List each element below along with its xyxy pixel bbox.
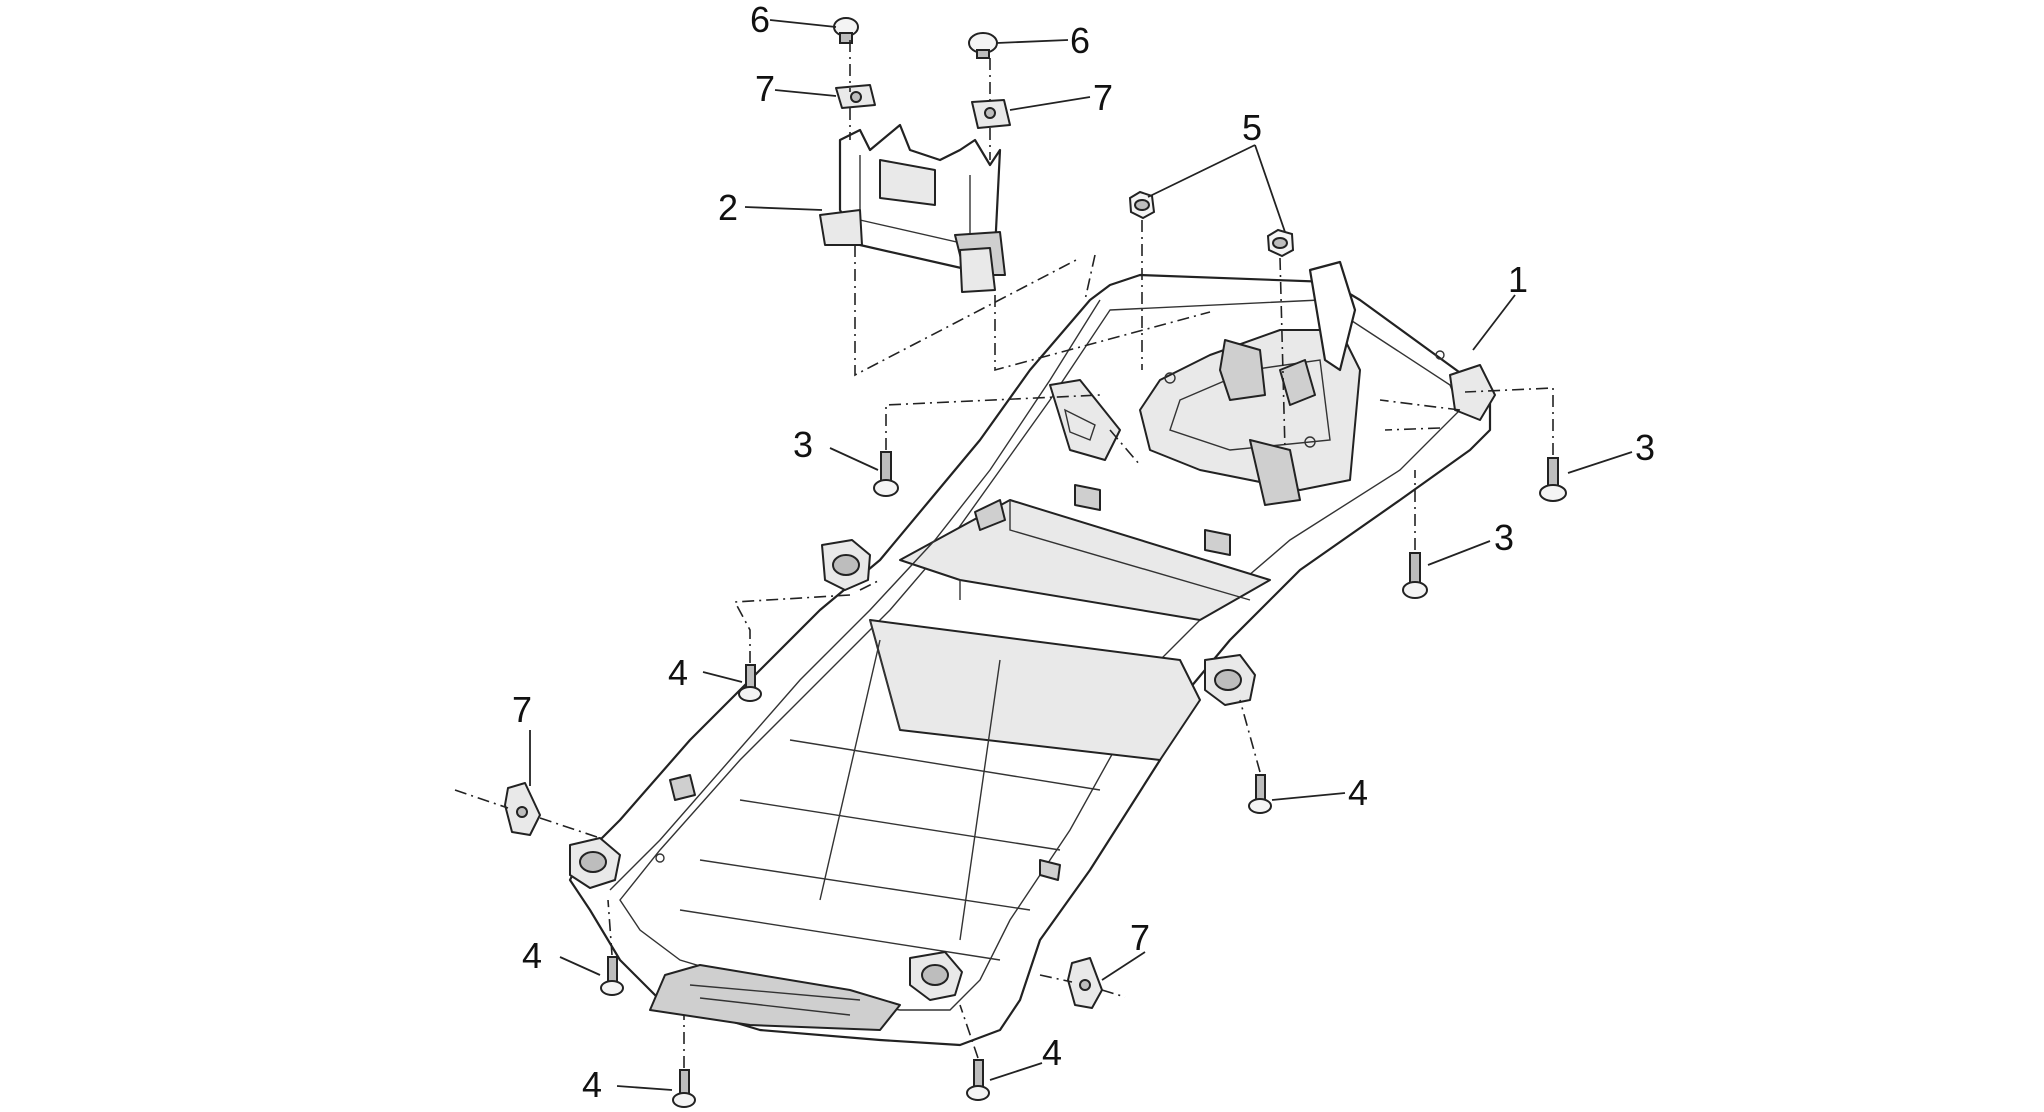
callout-4-b: 4 <box>1348 772 1368 813</box>
callout-3-mid: 3 <box>1494 517 1514 558</box>
bolt-3-left <box>873 451 899 497</box>
nut-6-left <box>833 17 859 44</box>
grommet-right-mid <box>1204 654 1256 706</box>
leader-lines <box>529 19 1633 1091</box>
callout-7-lower-left: 7 <box>512 689 532 730</box>
nut-5-right <box>1266 228 1295 258</box>
grommet-rear-left <box>569 837 621 889</box>
callout-2: 2 <box>718 187 738 228</box>
clip-7-top-right <box>971 99 1011 129</box>
clip-7-top-left <box>835 84 876 109</box>
bolt-3-mid <box>1402 552 1428 599</box>
nut-5-left <box>1128 190 1156 220</box>
screw-4-b <box>1248 774 1272 814</box>
callout-4-a: 4 <box>668 652 688 693</box>
part-1-undertray <box>568 260 1496 1047</box>
callout-6-right: 6 <box>1070 20 1090 61</box>
callout-7-top-right: 7 <box>1093 77 1113 118</box>
screw-4-e <box>966 1059 990 1101</box>
callout-3-right: 3 <box>1635 427 1655 468</box>
grommet-front-left <box>821 539 871 591</box>
grommet-rear-right <box>909 951 963 1001</box>
callout-4-e: 4 <box>1042 1032 1062 1073</box>
nut-6-right <box>968 32 998 59</box>
callout-7-lower-right: 7 <box>1130 917 1150 958</box>
clip-7-lower-left <box>504 782 541 836</box>
clip-7-lower-right <box>1067 957 1103 1009</box>
callout-4-c: 4 <box>522 935 542 976</box>
assembly-axes <box>454 40 1554 1068</box>
callout-6-left: 6 <box>750 0 770 40</box>
screw-4-c <box>600 956 624 996</box>
callout-3-left: 3 <box>793 424 813 465</box>
callout-4-d: 4 <box>582 1064 602 1105</box>
callout-7-top-left: 7 <box>755 68 775 109</box>
screw-4-d <box>672 1069 696 1108</box>
callout-5: 5 <box>1242 107 1262 148</box>
part-2-bracket <box>819 123 1006 293</box>
callouts: 6 6 7 7 5 2 1 3 3 3 4 4 7 4 7 4 4 <box>512 0 1655 1105</box>
callout-1: 1 <box>1508 259 1528 300</box>
bolt-3-right <box>1539 457 1567 502</box>
screw-4-a <box>738 664 762 702</box>
